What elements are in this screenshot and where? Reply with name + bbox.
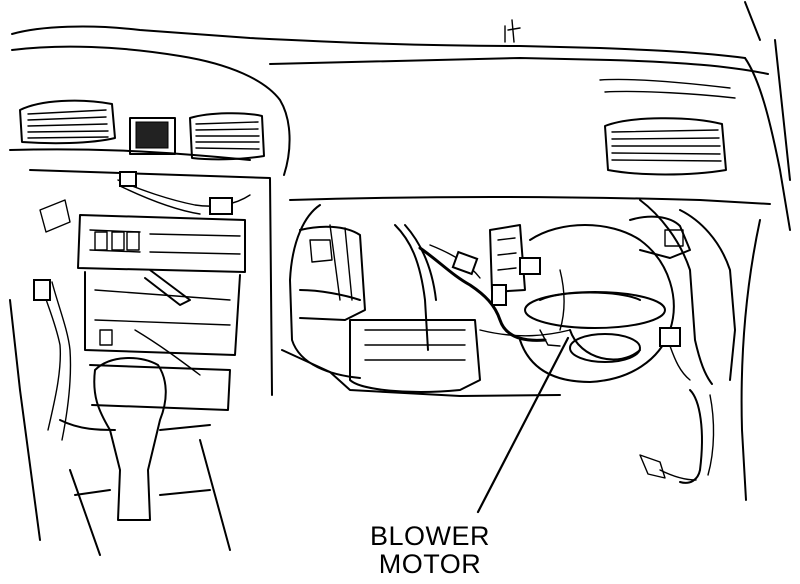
center-console [29, 169, 273, 411]
blower-motor-label-line1: BLOWER [369, 521, 491, 551]
dashboard-outline [9, 1, 791, 231]
center-air-vents [129, 112, 265, 161]
blower-motor-leader [476, 336, 570, 514]
blower-motor [489, 215, 691, 383]
left-air-vent [19, 99, 116, 145]
gear-shift [9, 299, 231, 556]
blower-motor-label-line2: MOTOR [378, 549, 482, 579]
right-air-vent [604, 117, 727, 176]
right-lower-harness [639, 219, 761, 501]
glove-box-opening [281, 199, 736, 397]
blower-motor-label: BLOWER MOTOR [340, 522, 520, 578]
heater-unit [299, 224, 481, 393]
blower-wiring [418, 244, 691, 381]
left-wiring-harness [33, 171, 251, 441]
